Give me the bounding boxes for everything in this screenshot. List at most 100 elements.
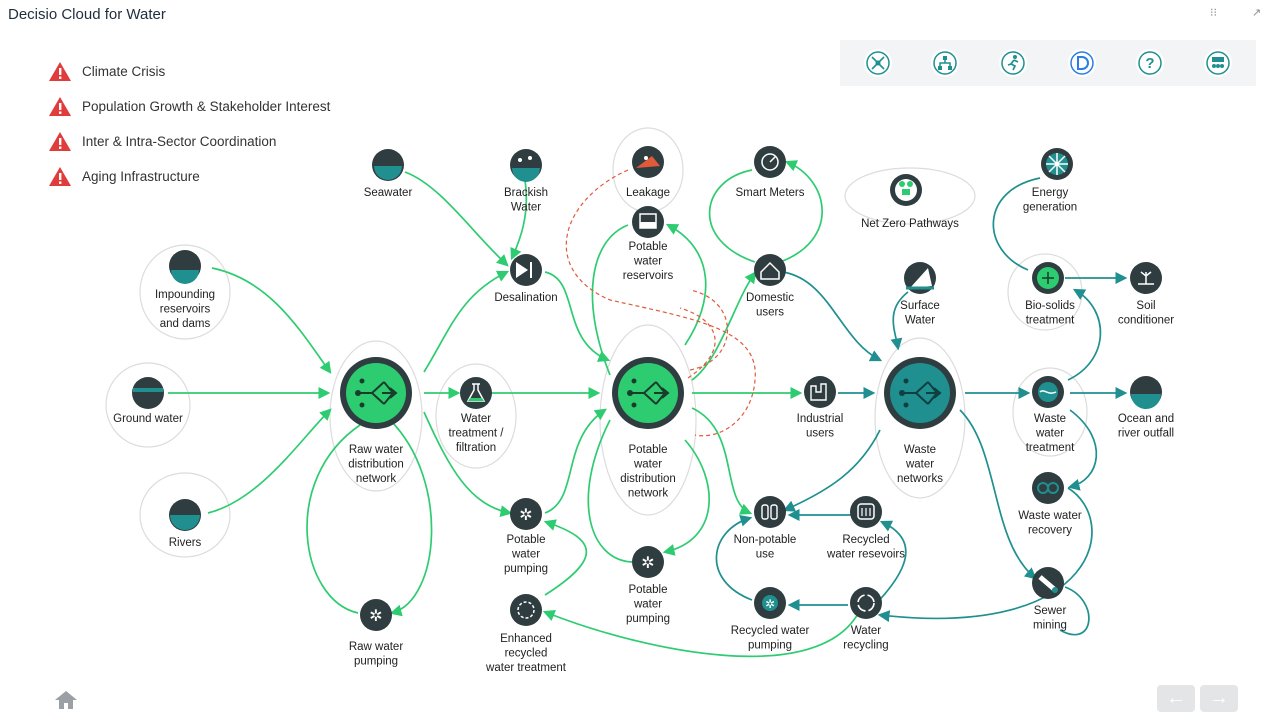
node-label-biosolids[interactable]: Bio-solids treatment: [1025, 300, 1075, 327]
node-label-line: pumping: [504, 563, 548, 575]
node-label-line: Bio-solids: [1025, 300, 1075, 312]
node-label-line: Water: [511, 202, 541, 214]
node-label-line: Sewer: [1034, 605, 1067, 617]
node-label-line: water: [633, 256, 662, 268]
collapse-icon[interactable]: ⁝⁝: [1210, 7, 1217, 19]
team-button[interactable]: [1204, 49, 1232, 77]
node-label-line: recycled: [505, 648, 548, 660]
warning-icon: [49, 167, 71, 186]
runner-icon: [1001, 51, 1025, 75]
expand-icon[interactable]: ↗: [1252, 7, 1262, 19]
recycled-tank-icon: [850, 496, 882, 528]
alert-item[interactable]: Aging Infrastructure: [48, 159, 330, 194]
node-label-line: treatment: [1026, 442, 1075, 454]
node-label-line: water: [905, 459, 934, 471]
node-label-line: distribution: [348, 459, 404, 471]
node-label-net-zero[interactable]: Net Zero Pathways: [861, 218, 959, 230]
node-label-line: water: [633, 459, 662, 471]
node-label-line: Impounding: [155, 289, 215, 301]
node-label-line: and dams: [160, 318, 211, 330]
node-label-rivers[interactable]: Rivers: [169, 537, 202, 549]
team-icon: [1206, 51, 1230, 75]
node-label-line: mining: [1033, 620, 1067, 632]
node-label-waste-recovery[interactable]: Waste water recovery: [1018, 510, 1082, 537]
brackish-icon: [510, 149, 542, 182]
river-icon: [169, 499, 201, 531]
decisio-button[interactable]: [1068, 49, 1096, 77]
pump-icon: ✲: [360, 599, 392, 631]
warning-icon: [49, 97, 71, 116]
leakage-icon: [632, 146, 664, 178]
node-label-line: Waste water: [1018, 510, 1082, 522]
non-potable-icon: [754, 496, 786, 528]
hierarchy-button[interactable]: [931, 49, 959, 77]
potable-water-network-hub[interactable]: [612, 357, 684, 429]
node-label-line: treatment: [1026, 315, 1075, 327]
waste-water-network-hub[interactable]: [884, 357, 956, 429]
recycling-icon: [850, 587, 882, 619]
wastewater-flow-lines: [715, 177, 1128, 636]
reservoir-tank-icon: [632, 206, 664, 238]
node-label-line: Water: [461, 413, 491, 425]
node-label-leakage[interactable]: Leakage: [626, 187, 670, 199]
raw-water-network-hub[interactable]: [340, 357, 412, 429]
node-label-desalination[interactable]: Desalination: [494, 292, 557, 304]
next-button[interactable]: →: [1200, 685, 1238, 712]
node-label-seawater[interactable]: Seawater: [364, 187, 413, 199]
node-label-line: distribution: [620, 473, 676, 485]
node-label-line: Raw water: [349, 444, 403, 456]
node-icons: ✲ ✲ ✲ ✲: [132, 146, 1162, 631]
alert-item[interactable]: Inter & Intra-Sector Coordination: [48, 124, 330, 159]
runner-button[interactable]: [999, 49, 1027, 77]
alert-label: Inter & Intra-Sector Coordination: [82, 134, 277, 149]
biosolids-icon: [1032, 262, 1064, 294]
node-label-ground-water[interactable]: Ground water: [113, 413, 183, 425]
help-button[interactable]: ?: [1136, 49, 1164, 77]
network-button[interactable]: [864, 49, 892, 77]
warning-icon: [49, 62, 71, 81]
node-label-line: Waste: [904, 444, 936, 456]
home-button[interactable]: [54, 690, 78, 715]
prev-button[interactable]: ←: [1157, 685, 1195, 712]
node-label-line: Water: [905, 315, 935, 327]
node-label-sewer-mining[interactable]: Sewer mining: [1033, 605, 1067, 632]
node-label-line: network: [356, 473, 397, 485]
potable-flow-lines: [168, 160, 823, 617]
warning-icon: [49, 132, 71, 151]
node-label-line: recovery: [1028, 525, 1072, 537]
toolbar: ?: [840, 40, 1256, 86]
node-label-line: Desalination: [494, 292, 557, 304]
node-label-line: conditioner: [1118, 315, 1174, 327]
enhanced-treatment-icon: [510, 594, 542, 626]
alert-item[interactable]: Population Growth & Stakeholder Interest: [48, 89, 330, 124]
node-label-line: water: [511, 549, 540, 561]
node-label-smart-meters[interactable]: Smart Meters: [735, 187, 804, 199]
alert-item[interactable]: Climate Crisis: [48, 54, 330, 89]
node-label-line: Leakage: [626, 187, 670, 199]
alerts-list: Climate Crisis Population Growth & Stake…: [48, 54, 330, 194]
node-label-raw-network[interactable]: Raw water distribution network: [348, 444, 404, 485]
ocean-icon: [1130, 376, 1162, 409]
sewer-mining-icon: [1032, 567, 1064, 599]
